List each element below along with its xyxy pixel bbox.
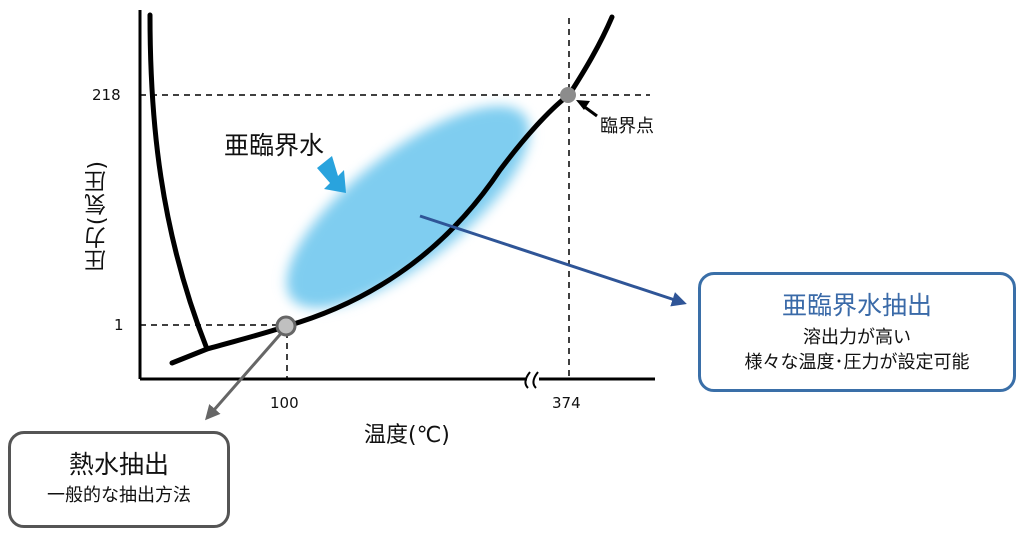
subcritical-extraction-box: 亜臨界水抽出 溶出力が高い 様々な温度･圧力が設定可能 (698, 272, 1016, 392)
boiling-point-marker (275, 315, 297, 337)
x-axis-label: 温度(℃) (364, 423, 450, 448)
hot-water-extraction-arrow (205, 329, 286, 421)
hot-water-extraction-title: 熱水抽出 (68, 450, 169, 479)
subcritical-extraction-description-1: 溶出力が高い (803, 327, 911, 348)
y-tick-1: 1 (114, 316, 124, 334)
melting-curve (147, 12, 210, 352)
subcritical-water-label: 亜臨界水 (224, 131, 325, 160)
vaporization-curve (169, 14, 615, 366)
critical-point-marker (560, 87, 576, 103)
axis-break-icon (524, 371, 539, 389)
subcritical-extraction-title: 亜臨界水抽出 (781, 291, 932, 320)
critical-point-label: 臨界点 (600, 116, 654, 137)
subcritical-region (286, 106, 530, 308)
phase-curves (147, 12, 615, 366)
subcritical-extraction-description-2: 様々な温度･圧力が設定可能 (744, 352, 970, 373)
subcritical-extraction-arrow (419, 214, 687, 307)
reference-lines (140, 18, 650, 379)
hot-water-extraction-description: 一般的な抽出方法 (47, 485, 191, 506)
y-tick-218: 218 (92, 86, 121, 104)
x-tick-374: 374 (552, 394, 581, 412)
critical-point-arrow-icon (576, 100, 598, 118)
region-pointer-arrow-icon (317, 156, 346, 193)
hot-water-extraction-box: 熱水抽出 一般的な抽出方法 (8, 431, 230, 528)
y-axis-label: 圧力(気圧) (85, 160, 110, 272)
axes (138, 10, 655, 389)
x-tick-100: 100 (270, 394, 299, 412)
